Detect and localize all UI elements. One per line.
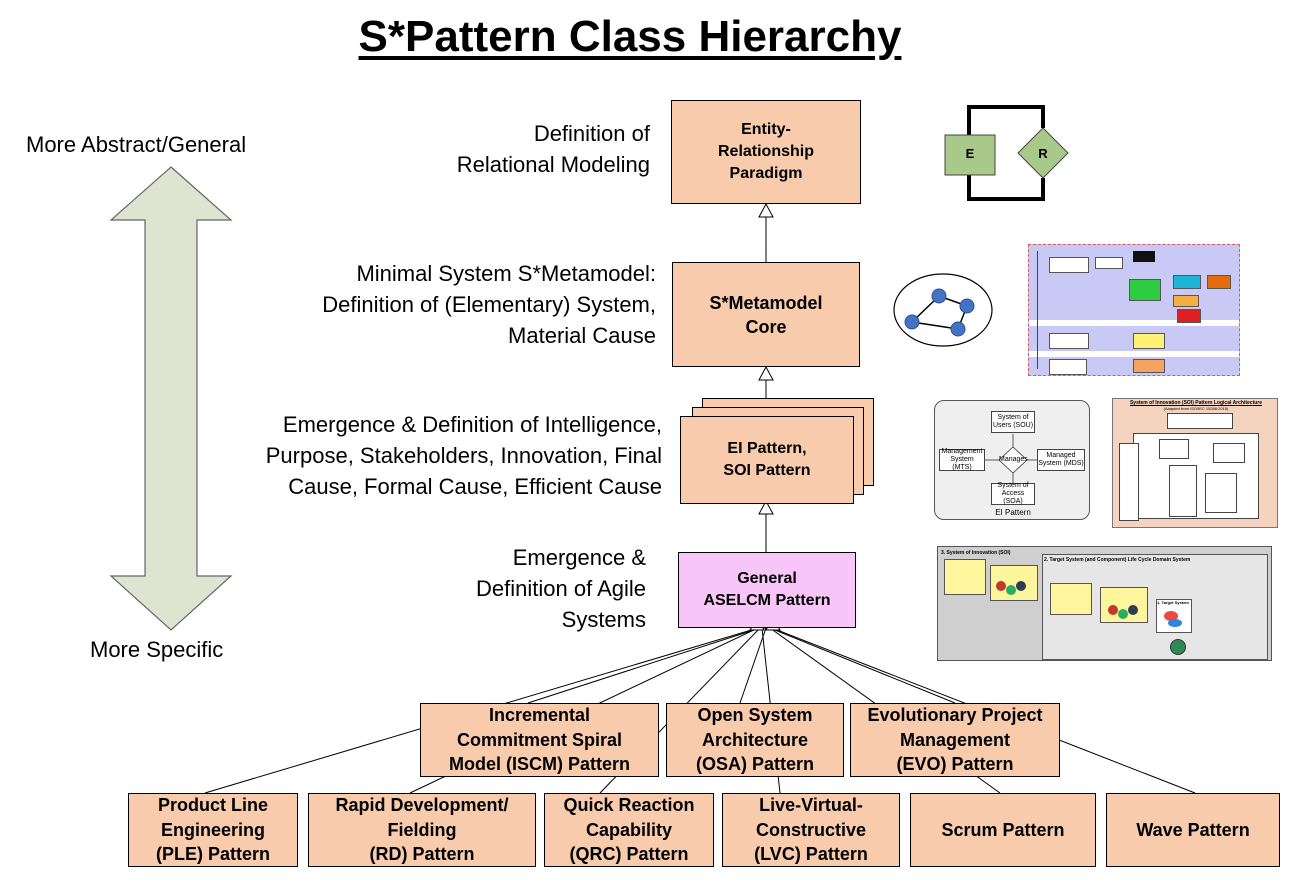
aselcm-thumb-left-label: 3. System of Innovation (SOI) <box>941 550 1011 556</box>
page-title: S*Pattern Class Hierarchy <box>358 12 902 61</box>
wave-pattern-box[interactable]: Wave Pattern <box>1106 793 1280 867</box>
er-entity-label: E <box>965 146 975 161</box>
smetamodel-diagram-thumbnail <box>1028 244 1240 376</box>
soi-thumb-title: System of Innovation (SOI) Pattern Logic… <box>1129 400 1263 406</box>
soi-pattern-thumbnail: System of Innovation (SOI) Pattern Logic… <box>1112 398 1278 528</box>
aselcm-thumb-target-label: 1. Target System <box>1157 600 1189 605</box>
ei-caption: EI Pattern <box>995 508 1031 517</box>
level-3-description: Emergence & Definition of Intelligence,P… <box>265 412 662 499</box>
er-relationship-label: R <box>1038 146 1048 161</box>
level-2-description: Minimal System S*Metamodel:Definition of… <box>322 261 656 348</box>
soi-thumb-subtitle: (Adapted from ISO/IEC 15288:2015) <box>1163 406 1229 411</box>
aselcm-thumb-right-label: 2. Target System (and Component) Life Cy… <box>1044 557 1191 563</box>
ei-soi-pattern-box[interactable]: EI Pattern,SOI Pattern <box>680 416 854 504</box>
axis-top-label: More Abstract/General <box>26 132 247 157</box>
ei-manages-label: Manages <box>999 456 1028 463</box>
rd-pattern-box[interactable]: Rapid Development/Fielding(RD) Pattern <box>308 793 536 867</box>
scrum-pattern-box[interactable]: Scrum Pattern <box>910 793 1096 867</box>
lvc-pattern-box[interactable]: Live-Virtual-Constructive(LVC) Pattern <box>722 793 900 867</box>
axis-bottom-label: More Specific <box>90 637 224 662</box>
aselcm-pattern-thumbnail: 3. System of Innovation (SOI) 2. Target … <box>937 546 1272 661</box>
